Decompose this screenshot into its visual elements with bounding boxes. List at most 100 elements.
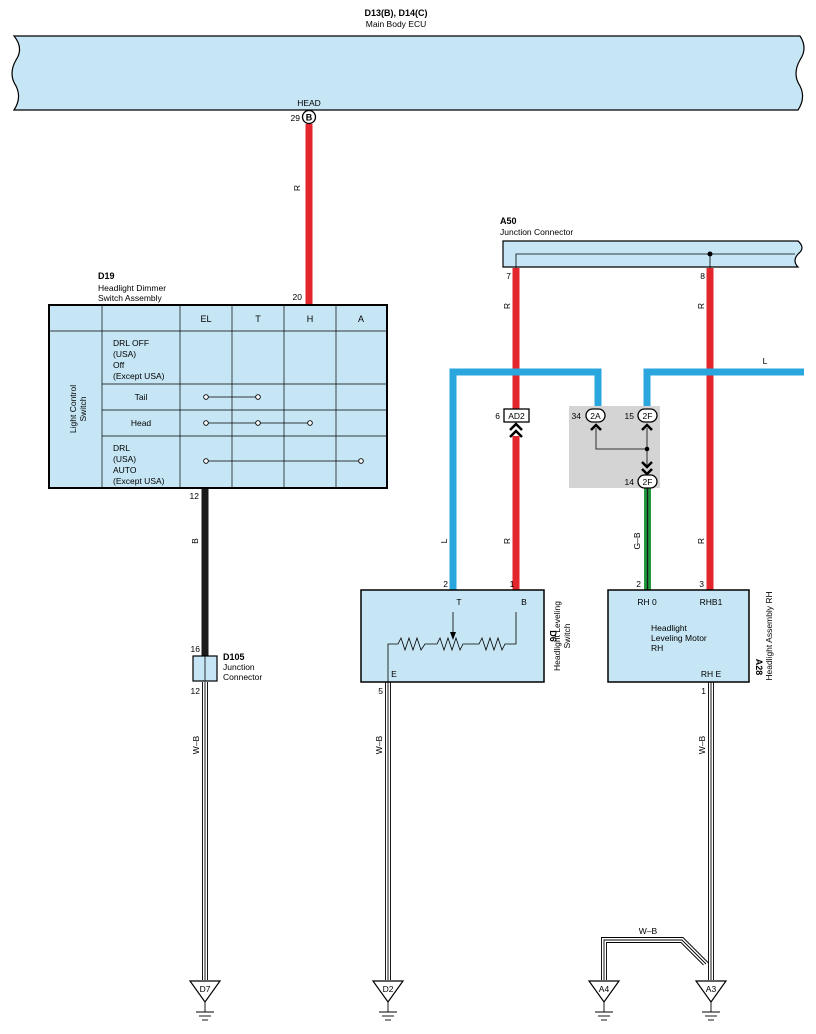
- wire-label-gb: G–B: [632, 532, 642, 549]
- a28-code: A28: [754, 659, 764, 676]
- ad2-arrows: [509, 422, 523, 438]
- ecu-pin-number: 29: [291, 113, 301, 123]
- switch-col-el: EL: [200, 314, 211, 324]
- ad2-label: AD2: [508, 411, 525, 421]
- switch-row-drl-auto-line4: (Except USA): [113, 476, 165, 486]
- switch-contact-drl-a: [358, 458, 364, 464]
- switch-row-drl-off-line2: (USA): [113, 349, 136, 359]
- switch-side-label-line2: Switch: [78, 396, 88, 421]
- switch-contact-drl-el: [203, 458, 209, 464]
- ground-d2-label: D2: [383, 984, 394, 994]
- switch-row-drl-auto-line1: DRL: [113, 443, 130, 453]
- wire-label-r-4: R: [502, 538, 512, 544]
- wire-wb-d105-d7: [202, 682, 208, 980]
- wire-r-ad2-d6: [512, 436, 520, 590]
- connector-2f-bottom: 14 2F: [625, 474, 658, 489]
- ecu-pin-connector: 29 B: [291, 109, 317, 125]
- switch-row-head: Head: [131, 418, 152, 428]
- a28-term-rhe: RH E: [701, 669, 722, 679]
- junction-connector-a50: A50 Junction Connector: [500, 216, 803, 268]
- switch-col-h: H: [307, 314, 314, 324]
- wire-label-r-2: R: [502, 303, 512, 309]
- switch-col-a: A: [358, 314, 364, 324]
- d105-code: D105: [223, 652, 245, 662]
- wires-wb: [202, 682, 714, 980]
- a50-code: A50: [500, 216, 517, 226]
- d6-pin-t: 2: [443, 579, 448, 589]
- switch-code: D19: [98, 271, 115, 281]
- wire-wb-a4-a3: [601, 937, 709, 980]
- main-body-ecu: D13(B), D14(C) Main Body ECU HEAD: [11, 8, 805, 111]
- ad2-pin: 6: [495, 411, 500, 421]
- j2a-pin: 34: [572, 411, 582, 421]
- d6-name-line1: Headlight Leveling: [552, 601, 562, 671]
- ecu-title-code: D13(B), D14(C): [364, 8, 427, 18]
- ecu-title-name: Main Body ECU: [366, 19, 426, 29]
- ad2-connector: 6 AD2: [495, 408, 530, 423]
- wire-label-b: B: [190, 538, 200, 544]
- ground-a4-label: A4: [599, 984, 610, 994]
- d6-term-t: T: [456, 597, 461, 607]
- wires-red: [305, 124, 714, 590]
- wire-r-a50-a28: [706, 268, 714, 590]
- headlight-assembly-rh: RH 0 RHB1 Headlight Leveling Motor RH RH…: [607, 589, 774, 683]
- wire-label-r-3: R: [696, 303, 706, 309]
- ground-a3: A3: [694, 980, 728, 1021]
- switch-row-drl-auto-line2: (USA): [113, 454, 136, 464]
- ground-d2: D2: [371, 980, 405, 1021]
- switch-contact-tail-el: [203, 394, 209, 400]
- wire-label-l-2: L: [763, 356, 768, 366]
- switch-contact-head-h: [307, 420, 313, 426]
- wire-label-r-5: R: [696, 538, 706, 544]
- switch-contact-tail-t: [255, 394, 261, 400]
- switch-side-label-line1: Light Control: [68, 385, 78, 433]
- switch-contact-head-el: [203, 420, 209, 426]
- switch-name-line2: Switch Assembly: [98, 293, 163, 303]
- headlight-dimmer-switch-assembly: D19 Headlight Dimmer Switch Assembly EL …: [48, 271, 388, 489]
- wire-label-wb-3: W–B: [697, 735, 707, 754]
- wire-label-wb-4: W–B: [639, 926, 658, 936]
- j2a-label: 2A: [590, 411, 601, 421]
- wire-label-wb-1: W–B: [191, 735, 201, 754]
- a28-pin-rh0: 2: [636, 579, 641, 589]
- ground-a3-label: A3: [706, 984, 717, 994]
- a28-name: Headlight Assembly RH: [764, 591, 774, 680]
- d6-code: D6: [548, 630, 558, 642]
- ground-d7-label: D7: [200, 984, 211, 994]
- ecu-pin-label: HEAD: [297, 98, 321, 108]
- switch-row-drl-off-line4: (Except USA): [113, 371, 165, 381]
- a28-motor-line3: RH: [651, 643, 663, 653]
- wire-color-labels: R R R R R L L B G–B W–B W–B W–B W–B: [190, 185, 768, 936]
- switch-row-drl-off-line1: DRL OFF: [113, 338, 149, 348]
- ground-d7: D7: [188, 980, 222, 1021]
- switch-row-drl-auto-line3: AUTO: [113, 465, 137, 475]
- switch-col-t: T: [255, 314, 261, 324]
- a50-name: Junction Connector: [500, 227, 573, 237]
- a28-term-rhb1: RHB1: [700, 597, 723, 607]
- switch-top-pin: 20: [293, 292, 303, 302]
- switch-side-label: Light Control Switch: [68, 385, 88, 433]
- a28-pin-rhe: 1: [701, 686, 706, 696]
- switch-row-tail: Tail: [135, 392, 148, 402]
- a28-term-rh0: RH 0: [637, 597, 657, 607]
- switch-contact-head-t: [255, 420, 261, 426]
- wire-label-wb-2: W–B: [374, 735, 384, 754]
- wire-label-l-1: L: [439, 538, 449, 543]
- switch-name-line1: Headlight Dimmer: [98, 283, 166, 293]
- a50-pin-left: 7: [506, 271, 511, 281]
- switch-row-drl-off-line3: Off: [113, 360, 125, 370]
- a28-motor-line1: Headlight: [651, 623, 688, 633]
- d6-name-line2: Switch: [562, 623, 572, 648]
- d105-name-line2: Connector: [223, 672, 262, 682]
- wires-blue: [449, 368, 804, 590]
- wire-gb-2f-a28: [644, 488, 651, 590]
- wire-r-a50-ad2: [512, 268, 520, 410]
- connector-2f-top: 15 2F: [625, 408, 658, 423]
- a50-pin-right: 8: [700, 271, 705, 281]
- wire-l-d6-2a: [449, 368, 602, 590]
- switch-bottom-pin: 12: [190, 491, 200, 501]
- junction-connector-d105: D105 Junction Connector: [192, 652, 262, 682]
- wire-wb-a28-a3: [708, 682, 714, 980]
- j2f-bottom-label: 2F: [643, 477, 653, 487]
